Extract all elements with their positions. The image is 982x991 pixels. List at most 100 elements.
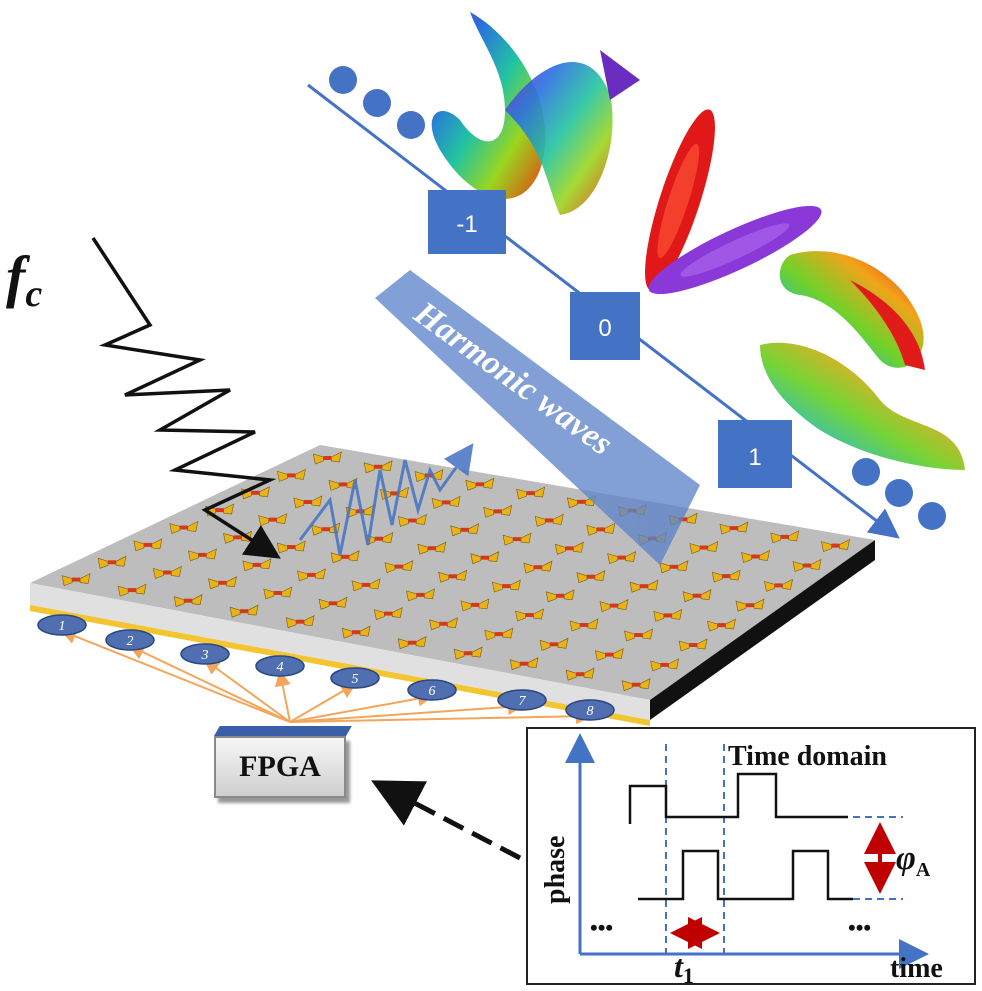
unit-cell	[711, 569, 741, 583]
time-domain-inset: Time domain phase time ••• ••• t1 φA	[526, 727, 976, 988]
unit-cell	[465, 477, 495, 491]
unit-cell	[297, 568, 326, 582]
control-line	[289, 708, 592, 725]
control-line	[289, 690, 434, 723]
order-label: -1	[456, 211, 477, 238]
channel-number: 3	[201, 648, 209, 663]
unit-cell	[351, 578, 381, 592]
radiation-pattern-plus1	[760, 251, 965, 470]
order-box-plus1: 1	[718, 420, 792, 488]
unit-cell	[450, 523, 480, 537]
unit-cell	[741, 549, 770, 563]
time-domain-title: Time domain	[728, 741, 887, 772]
unit-cell	[523, 560, 553, 574]
unit-cell	[770, 530, 800, 544]
channel-oval	[330, 667, 380, 689]
fc-symbol: f	[6, 244, 26, 309]
phase-axis-label: phase	[540, 836, 571, 904]
channel-oval	[407, 679, 457, 701]
unit-cell	[534, 513, 564, 527]
channel-oval	[255, 655, 305, 677]
unit-cell	[363, 460, 393, 474]
fpga-label: FPGA	[239, 750, 321, 783]
unit-cell	[188, 548, 217, 562]
delay-subscript: 1	[683, 963, 694, 983]
radiation-pattern-minus1	[431, 12, 640, 216]
incident-frequency-label: fc	[6, 243, 42, 316]
unit-cell	[152, 565, 182, 579]
control-line	[128, 644, 291, 723]
channel-oval	[105, 629, 155, 651]
unit-cell	[133, 538, 163, 552]
fpga-top-face	[214, 726, 352, 736]
unit-cell	[689, 540, 719, 554]
unit-cell	[263, 586, 293, 600]
unit-cell	[484, 627, 514, 641]
unit-cell	[373, 607, 403, 621]
unit-cell	[341, 625, 371, 639]
channel-number: 7	[519, 694, 527, 709]
bias-channel: 4	[255, 655, 305, 677]
unit-cell	[569, 618, 599, 632]
unit-cell	[719, 521, 749, 535]
unit-cell	[277, 468, 306, 482]
time-axis-label: time	[890, 953, 943, 983]
unit-cell	[539, 637, 569, 651]
unit-cell	[659, 560, 689, 574]
channel-oval	[565, 699, 615, 721]
unit-cell	[629, 579, 659, 593]
unit-cell	[312, 451, 342, 465]
unit-cell	[460, 598, 490, 612]
channel-oval	[497, 689, 547, 711]
unit-cell	[398, 513, 427, 527]
ellipsis-right: •••	[848, 915, 871, 940]
unit-cell	[285, 615, 315, 629]
unit-cell	[509, 657, 539, 671]
unit-cell	[792, 558, 822, 572]
delay-label: t1	[674, 948, 694, 983]
order-box-zero: 0	[570, 292, 640, 360]
unit-cell	[682, 589, 712, 603]
unit-cell	[502, 532, 532, 546]
unit-cell	[594, 648, 624, 662]
bias-channel: 3	[180, 643, 230, 665]
channel-number: 8	[587, 704, 594, 719]
control-line	[289, 698, 524, 723]
unit-cell	[678, 638, 708, 652]
ellipsis-dot	[329, 66, 357, 94]
channel-number: 6	[429, 684, 436, 699]
unit-cell	[735, 598, 765, 612]
unit-cell	[384, 560, 414, 574]
unit-cell	[470, 551, 500, 565]
phase-symbol: φ	[896, 840, 916, 877]
reflected-wave	[298, 443, 474, 556]
unit-cell	[429, 617, 458, 631]
unit-cell	[492, 579, 521, 593]
ellipsis-dot	[852, 458, 880, 486]
unit-cell	[653, 608, 683, 622]
unit-cell	[453, 646, 483, 660]
channel-number: 4	[277, 660, 284, 675]
fpga-controller: FPGA	[206, 724, 356, 806]
fpga-front-face: FPGA	[214, 736, 346, 798]
ellipsis-dot	[363, 89, 391, 117]
unit-cell	[173, 594, 203, 608]
unit-cell	[431, 495, 461, 509]
bias-channel: 6	[407, 679, 457, 701]
unit-cell	[318, 596, 348, 610]
unit-cell	[621, 678, 651, 692]
waveform-upper	[628, 772, 848, 824]
unit-cell	[764, 578, 793, 592]
unit-cell	[586, 522, 616, 536]
unit-cell	[565, 667, 595, 681]
bias-channel: 7	[497, 689, 547, 711]
unit-cell	[258, 513, 288, 527]
unit-cell	[397, 636, 427, 650]
channel-number: 1	[59, 619, 66, 634]
unit-cell	[61, 573, 91, 587]
ellipsis-dot	[397, 111, 425, 139]
order-label: 0	[598, 315, 611, 342]
phase-diff-label: φA	[896, 840, 931, 881]
